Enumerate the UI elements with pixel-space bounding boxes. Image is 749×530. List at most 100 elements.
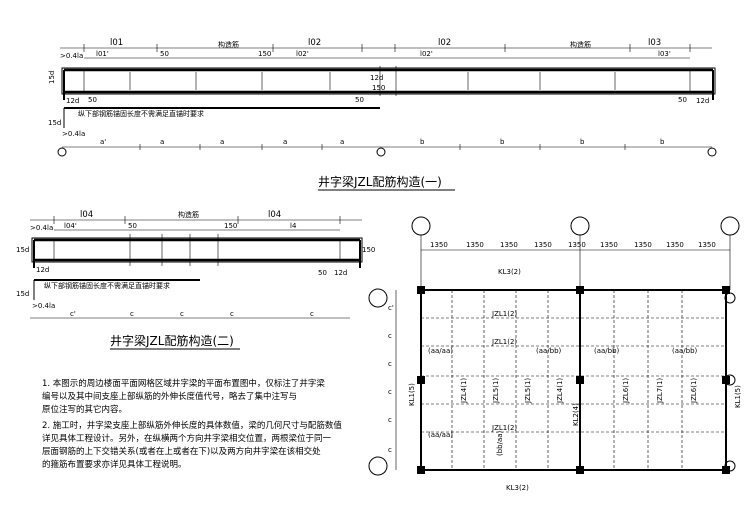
d1-span-4: a (283, 138, 287, 146)
plan-topdim-2: 1350 (466, 241, 484, 249)
d2-dim150-a: 150 (224, 222, 237, 230)
d1-span-6: b (420, 138, 425, 146)
note-line-4: 2. 施工时，井字梁支座上部纵筋外伸长度的具体数值，梁的几何尺寸与配筋数值 (42, 420, 342, 431)
plan-jzl-v-2: JZL5(1) (492, 378, 500, 404)
plan-jzl-h-1: JZL1(2) (491, 310, 517, 318)
plan-jzl-v-4: JZL4(1) (556, 378, 564, 404)
plan-topdim-4: 1350 (534, 241, 552, 249)
plan-jzl-v-3: JZL5(1) (524, 378, 532, 404)
plan-leftdim-1: c' (388, 304, 394, 312)
d2-dim-15d-b: 15d (16, 290, 29, 298)
plan-topdim-3: 1350 (500, 241, 518, 249)
plan-kl-bottom: KL3(2) (506, 484, 529, 492)
plan-topdim-7: 1350 (634, 241, 652, 249)
d2-dim-15d: 15d (16, 246, 29, 254)
d1-dim150-b: 150 (372, 84, 385, 92)
d2-span-3: c (180, 310, 184, 318)
plan-topdim-6: 1350 (600, 241, 618, 249)
d1-dim-12d-mid: 12d (370, 74, 383, 82)
plan-cell-5: (aa/bb) (672, 347, 698, 355)
drawing1-title: 井字梁JZL配筋构造(一) (318, 174, 442, 189)
d1-cut-label-left: 构造筋 (218, 40, 239, 49)
d1-dim-04la: >0.4la (60, 52, 83, 60)
plan-jzl-v-5: JZL6(1) (622, 378, 630, 404)
plan-jzl-h-2: JZL1(2) (491, 338, 517, 346)
plan-jzl-h-3: JZL1(2) (491, 424, 517, 432)
plan-cell-3: (aa/bb) (536, 347, 562, 355)
notes-group: 1. 本图示的周边楼面平面网格区域井字梁的平面布置图中，仅标注了井字梁 编号以及… (42, 378, 342, 470)
d1-dim-12d-right: 12d (696, 97, 709, 105)
d2-dim-04la-b: >0.4la (32, 302, 55, 310)
d1-bottom-note: 纵下部钢筋锚固长度不需满足直锚时要求 (78, 109, 204, 118)
d1-cut-label-right: 构造筋 (570, 40, 591, 49)
note-line-1: 1. 本图示的周边楼面平面网格区域井字梁的平面布置图中，仅标注了井字梁 (42, 378, 325, 389)
note-line-7: 的箍筋布置要求亦详见具体工程说明。 (42, 459, 187, 470)
d1-span-8: b (580, 138, 585, 146)
d2-innerdim-2: l4 (290, 222, 297, 230)
d1-span-7: b (500, 138, 505, 146)
d1-dim50-a: 50 (160, 50, 169, 58)
plan-topdim-5: 1350 (568, 241, 586, 249)
plan-kl-right: KL1(5) (734, 385, 742, 408)
plan-kl-top: KL3(2) (498, 268, 521, 276)
d1-innerdim-1: l01' (96, 50, 109, 58)
d2-span-2: c (130, 310, 134, 318)
plan-kl-mid: KL2(4) (572, 403, 580, 426)
d1-innerdim-3: l02' (420, 50, 433, 58)
d2-bottom-note: 纵下部钢筋锚固长度不需满足直锚时要求 (44, 281, 170, 290)
d1-topdim-3: l02 (438, 38, 451, 48)
plan-jzl-v-1: JZL4(1) (460, 378, 468, 404)
d2-dim-04la: >0.4la (30, 224, 53, 232)
d1-span-1: a' (100, 138, 106, 146)
d1-dim-15d-b: 15d (48, 119, 61, 127)
plan-topdim-8: 1350 (666, 241, 684, 249)
note-line-2: 编号以及其中间支座上部纵筋的外伸长度值代号，略去了集中注写与 (42, 391, 297, 402)
d1-dim-12d-left: 12d (66, 97, 79, 105)
d2-dim150-b: 150 (362, 246, 375, 254)
d2-dim-12d-right: 12d (334, 269, 347, 277)
drawing2-group: l04 l04 构造筋 >0.4la l04' l4 50 150 15d 12… (16, 210, 375, 350)
d1-innerdim-2: l02' (296, 50, 309, 58)
plan-group: 1350 1350 1350 1350 1350 1350 1350 1350 … (368, 216, 742, 492)
plan-cell-2: (aa/aa) (428, 431, 453, 439)
note-line-6: 层面钢筋的上下交错关系(或者在上或者在下)以及两方向井字梁在该相交处 (42, 446, 321, 457)
plan-topdim-9: 1350 (698, 241, 716, 249)
plan-leftdim-3: c (388, 360, 392, 368)
d1-span-5: a (340, 138, 344, 146)
d1-dim50-d: 50 (678, 96, 687, 104)
d2-innerdim-1: l04' (64, 222, 77, 230)
d2-dim50-b: 50 (318, 269, 327, 277)
d1-dim150-a: 150 (258, 50, 271, 58)
d2-span-4: c (230, 310, 234, 318)
d1-dim50-c: 50 (355, 96, 364, 104)
plan-leftdim-6: c (388, 446, 392, 454)
drawing1-group: l01 l02 l02 l03 构造筋 构造筋 >0.4la l01' l02'… (48, 38, 717, 191)
d2-dim50-a: 50 (128, 222, 137, 230)
d1-topdim-4: l03 (648, 38, 661, 48)
plan-jzl-v-6: JZL7(1) (656, 378, 664, 404)
d2-cut-label: 构造筋 (178, 210, 199, 219)
d2-topdim-2: l04 (268, 210, 281, 220)
d1-innerdim-4: l03' (658, 50, 671, 58)
plan-cell-4: (aa/bb) (594, 347, 620, 355)
d1-span-9: b (660, 138, 665, 146)
plan-leftdim-5: c (388, 416, 392, 424)
plan-jzl-v-7: JZL6(1) (690, 378, 698, 404)
d2-topdim-1: l04 (80, 210, 93, 220)
d1-span-3: a (220, 138, 224, 146)
d1-span-2: a (160, 138, 164, 146)
d2-span-5: c (310, 310, 314, 318)
d2-span-1: c' (70, 310, 76, 318)
plan-leftdim-2: c (388, 332, 392, 340)
d1-topdim-2: l02 (308, 38, 321, 48)
d1-dim-15d: 15d (48, 71, 56, 84)
note-line-3: 原位注写的其它内容。 (42, 404, 127, 415)
plan-leftdim-4: c (388, 388, 392, 396)
d1-dim-04la-b: >0.4la (62, 130, 85, 138)
plan-cell-6: (bb/aa) (496, 430, 504, 456)
note-line-5: 详见具体工程设计。另外，在纵横两个方向井字梁相交位置，两根梁位于同一 (42, 433, 332, 444)
drawing2-title: 井字梁JZL配筋构造(二) (110, 333, 234, 348)
d1-dim50-b: 50 (88, 96, 97, 104)
plan-topdim-1: 1350 (430, 241, 448, 249)
